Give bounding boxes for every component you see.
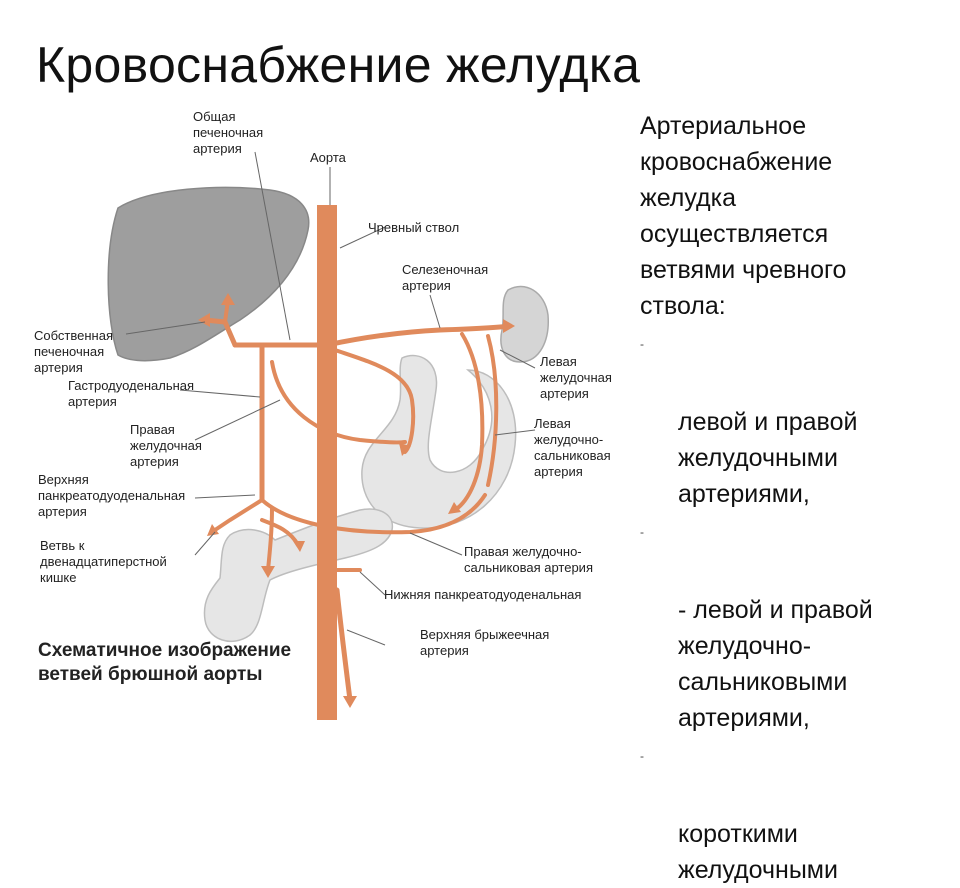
leader-duodenal — [195, 532, 215, 555]
leader-right-gastric — [195, 400, 280, 440]
label-line: Левая — [534, 416, 571, 431]
label-line: артерия — [420, 643, 469, 658]
label-line: Правая — [130, 422, 175, 437]
label-aorta: Аорта — [310, 150, 347, 165]
bullet-item: - - левой и правой желудочно- сальниковы… — [640, 520, 950, 736]
label-line: Правая желудочно- — [464, 544, 582, 559]
sup-pancreaticoduodenal-artery — [212, 500, 262, 532]
leader-inf-pancreaticoduodenal — [360, 572, 385, 595]
label-line: артерия — [193, 141, 242, 156]
label-duodenal-branch: Ветвь к двенадцатиперстной кишке — [40, 538, 170, 585]
bullet-marker: - — [640, 326, 644, 362]
bullet-item: - левой и правой желудочными артериями, — [640, 332, 950, 512]
label-splenic: Селезеночная артерия — [402, 262, 492, 293]
arterial-diagram: Общая печеночная артерия Аорта Чревный с… — [0, 100, 640, 720]
label-sup-pancreaticoduodenal: Верхняя панкреатодуоденальная артерия — [38, 472, 189, 519]
label-line: артерия — [130, 454, 179, 469]
label-line: Собственная — [34, 328, 113, 343]
description-panel: Артериальное кровоснабжение желудка осущ… — [640, 108, 950, 888]
label-line: Ветвь к — [40, 538, 85, 553]
label-line: Верхняя брыжеечная — [420, 627, 549, 642]
label-right-gastroepiploic: Правая желудочно- сальниковая артерия — [464, 544, 593, 575]
bullet-text: короткими желудочными — [678, 820, 838, 884]
bullet-marker: - — [640, 738, 644, 774]
label-right-gastric: Правая желудочная артерия — [130, 422, 206, 469]
diagram-caption: Схематичное изображение ветвей брюшной а… — [38, 640, 296, 685]
slide-title: Кровоснабжение желудка — [36, 36, 640, 94]
label-line: желудочно- — [534, 432, 603, 447]
label-line: Селезеночная — [402, 262, 488, 277]
liver-shape — [108, 187, 309, 360]
caption-line: ветвей брюшной аорты — [38, 664, 263, 685]
splenic-artery — [327, 326, 510, 345]
label-common-hepatic: Общая печеночная артерия — [193, 109, 267, 156]
label-line: Верхняя — [38, 472, 89, 487]
label-line: артерия — [38, 504, 87, 519]
label-line: артерия — [402, 278, 451, 293]
leader-sup-mesenteric — [347, 630, 385, 645]
label-line: Общая — [193, 109, 236, 124]
bullet-item: - короткими желудочными — [640, 744, 950, 888]
leader-sup-pancreaticoduodenal — [195, 495, 255, 498]
bullet-marker: - — [640, 514, 644, 550]
bullet-text: левой и правой желудочными артериями, — [678, 408, 857, 508]
label-line: Левая — [540, 354, 577, 369]
label-gastroduodenal: Гастродуоденальная артерия — [68, 378, 198, 409]
arrowhead — [343, 696, 357, 708]
label-line: артерия — [534, 464, 583, 479]
caption-line: Схематичное изображение — [38, 640, 291, 661]
label-line: печеночная — [34, 344, 104, 359]
label-line: кишке — [40, 570, 76, 585]
description-intro: Артериальное кровоснабжение желудка осущ… — [640, 108, 950, 324]
sup-mesenteric-artery — [337, 590, 350, 700]
label-inf-pancreaticoduodenal: Нижняя панкреатодуоденальная — [384, 587, 581, 602]
label-line: Гастродуоденальная — [68, 378, 194, 393]
label-line: артерия — [540, 386, 589, 401]
label-line: артерия — [68, 394, 117, 409]
label-line: печеночная — [193, 125, 263, 140]
bullet-text: - левой и правой желудочно- сальниковыми… — [678, 596, 873, 732]
label-line: желудочная — [130, 438, 202, 453]
label-line: сальниковая артерия — [464, 560, 593, 575]
label-left-gastroepiploic: Левая желудочно- сальниковая артерия — [534, 416, 614, 479]
leader-right-gastroepiploic — [410, 533, 462, 555]
leader-splenic — [430, 295, 440, 328]
label-line: панкреатодуоденальная — [38, 488, 185, 503]
label-celiac-trunk: Чревный ствол — [368, 220, 459, 235]
label-line: желудочная — [540, 370, 612, 385]
label-sup-mesenteric: Верхняя брыжеечная артерия — [420, 627, 553, 658]
label-line: сальниковая — [534, 448, 611, 463]
label-line: двенадцатиперстной — [40, 554, 167, 569]
label-proper-hepatic: Собственная печеночная артерия — [34, 328, 117, 375]
label-line: артерия — [34, 360, 83, 375]
aorta-shape — [317, 205, 337, 720]
label-left-gastric: Левая желудочная артерия — [540, 354, 616, 401]
